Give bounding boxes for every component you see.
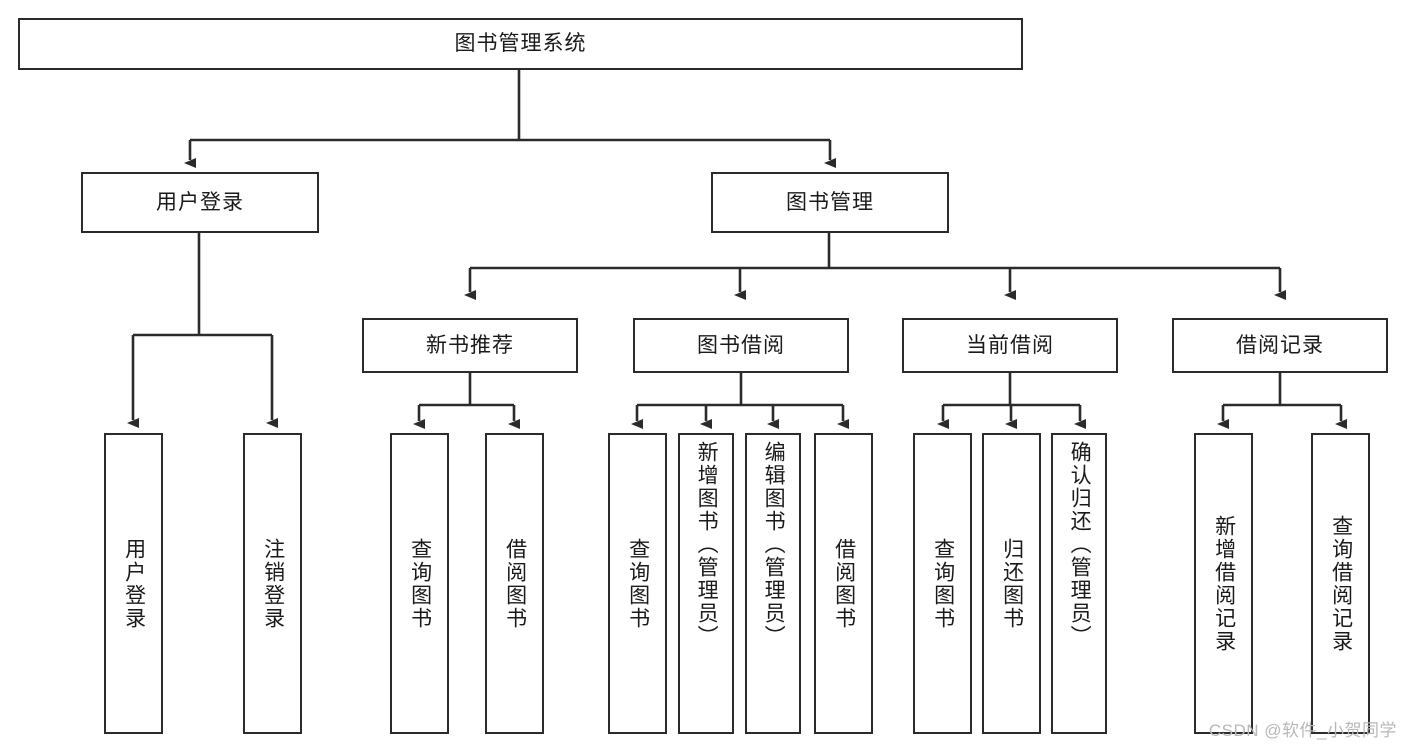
node-label: 查询借阅记录 xyxy=(1329,514,1353,653)
leaf-add-borrow-record[interactable]: 新增借阅记录 xyxy=(1194,433,1253,734)
node-label: 当前借阅 xyxy=(966,333,1054,357)
node-label: 查询图书 xyxy=(626,537,650,630)
leaf-borrow-book-newbook[interactable]: 借阅图书 xyxy=(485,433,544,734)
node-label: 图书借阅 xyxy=(697,333,785,357)
leaf-confirm-return-admin[interactable]: 确认归还（管理员） xyxy=(1051,433,1107,734)
node-book-management[interactable]: 图书管理 xyxy=(711,172,949,233)
leaf-return-book[interactable]: 归还图书 xyxy=(982,433,1041,734)
leaf-borrow-book-borrow[interactable]: 借阅图书 xyxy=(814,433,873,734)
node-root-book-management-system[interactable]: 图书管理系统 xyxy=(18,18,1023,70)
node-label: 查询图书 xyxy=(931,537,955,630)
node-current-borrow[interactable]: 当前借阅 xyxy=(902,318,1118,373)
leaf-query-book-borrow[interactable]: 查询图书 xyxy=(608,433,667,734)
node-label: 借阅记录 xyxy=(1236,333,1324,357)
leaf-edit-book-admin[interactable]: 编辑图书（管理员） xyxy=(745,433,801,734)
leaf-user-login[interactable]: 用户登录 xyxy=(104,433,163,734)
node-book-borrow[interactable]: 图书借阅 xyxy=(633,318,849,373)
node-label: 借阅图书 xyxy=(503,537,527,630)
leaf-query-book-newbook[interactable]: 查询图书 xyxy=(390,433,449,734)
node-label: 用户登录 xyxy=(156,190,244,214)
node-label: 归还图书 xyxy=(1000,537,1024,630)
node-label: 编辑图书（管理员） xyxy=(762,441,786,648)
watermark-text: CSDN @软件_小贺同学 xyxy=(1208,721,1397,740)
node-label: 新增借阅记录 xyxy=(1212,514,1236,653)
node-borrow-record[interactable]: 借阅记录 xyxy=(1172,318,1388,373)
node-label: 注销登录 xyxy=(261,537,285,630)
node-new-book-recommend[interactable]: 新书推荐 xyxy=(362,318,578,373)
leaf-logout[interactable]: 注销登录 xyxy=(243,433,302,734)
leaf-query-borrow-record[interactable]: 查询借阅记录 xyxy=(1311,433,1370,734)
node-label: 新增图书（管理员） xyxy=(695,441,719,648)
node-user-login[interactable]: 用户登录 xyxy=(81,172,319,233)
node-label: 查询图书 xyxy=(408,537,432,630)
leaf-add-book-admin[interactable]: 新增图书（管理员） xyxy=(678,433,734,734)
leaf-query-book-current[interactable]: 查询图书 xyxy=(913,433,972,734)
node-label: 确认归还（管理员） xyxy=(1068,441,1092,648)
node-label: 借阅图书 xyxy=(832,537,856,630)
node-label: 图书管理 xyxy=(786,190,874,214)
node-label: 用户登录 xyxy=(122,537,146,630)
node-label: 新书推荐 xyxy=(426,333,514,357)
node-label: 图书管理系统 xyxy=(454,32,587,56)
